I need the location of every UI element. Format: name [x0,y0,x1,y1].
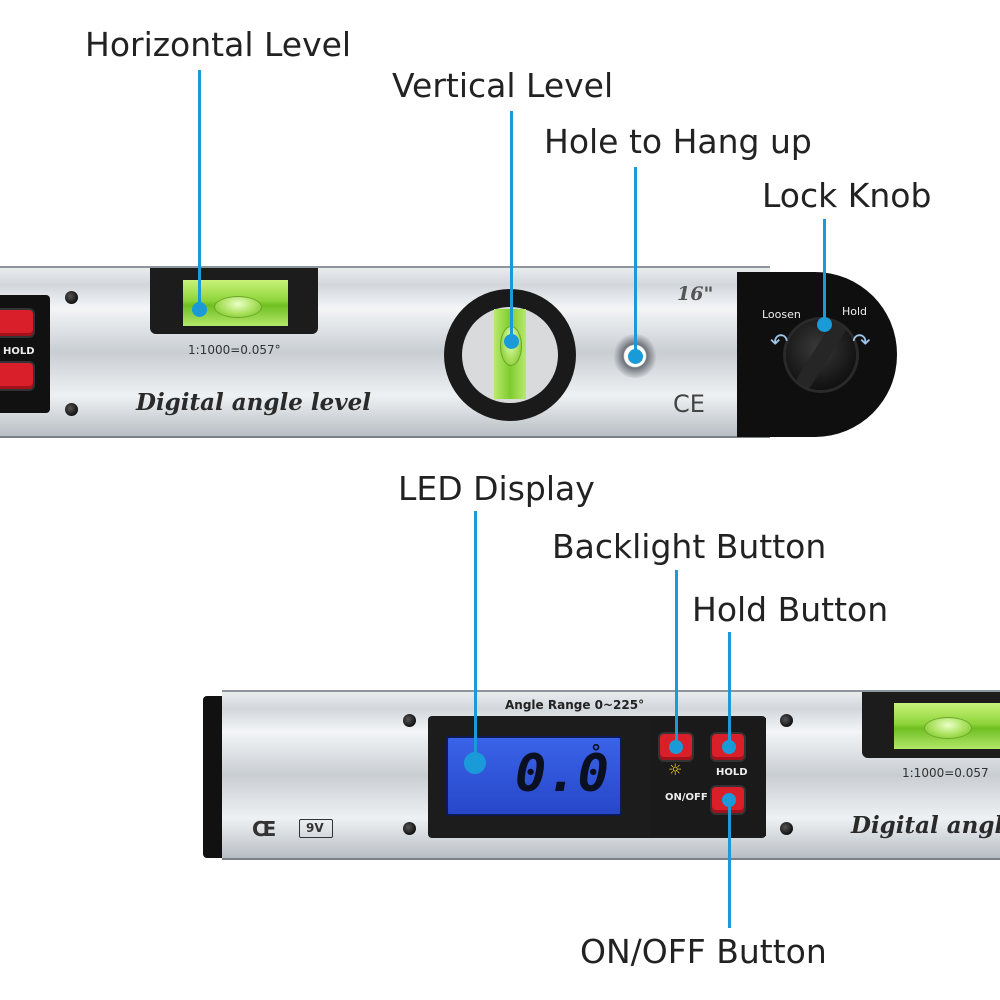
top-size-label: 16" [677,283,714,305]
battery-icon [299,819,333,838]
hold-label: HOLD [716,767,748,778]
onoff-label: ON/OFF [665,792,708,803]
top-hold-label: HOLD [3,346,35,357]
top-screw-1 [65,291,78,304]
onoff-button-leader [728,800,731,928]
bottom-screw-1 [403,714,416,727]
hang-hole-dot [628,349,643,364]
knob-loosen-label: Loosen [762,308,801,321]
top-brand-text: Digital angle level [136,389,371,416]
backlight-button-dot [669,740,683,754]
lock-knob-label: Lock Knob [762,176,932,215]
bottom-ratio-label: 1:1000=0.057 [902,766,989,780]
display-degree: ° [590,740,603,764]
bottom-screw-3 [780,714,793,727]
hold-button-leader [728,632,731,747]
hold-arrow-icon: ↷ [852,330,871,355]
hang-hole-label: Hole to Hang up [544,122,812,161]
onoff-button-dot [722,793,736,807]
vertical-level-leader [510,111,513,341]
hold-button-label: Hold Button [692,590,889,629]
led-display-label: LED Display [398,469,595,508]
battery-label: 9V [306,821,324,835]
horizontal-level-leader [198,70,201,308]
backlight-button-label: Backlight Button [552,527,827,566]
top-ce-mark: CE [673,390,705,418]
horizontal-bubble [214,296,262,318]
backlight-sun-icon: ☼ [668,760,683,779]
bottom-bubble [924,717,972,739]
horizontal-level-dot [192,302,207,317]
bottom-ce-mark: CE [252,817,276,841]
onoff-button-label: ON/OFF Button [580,932,827,971]
horizontal-level-label: Horizontal Level [85,25,352,64]
lock-knob-leader [823,219,826,329]
display-value: 0.0 [515,744,609,804]
top-ratio-label: 1:1000=0.057° [188,343,281,357]
hold-button-dot [722,740,736,754]
led-display-dot [464,752,486,774]
hang-hole-leader [634,167,637,357]
loosen-arrow-icon: ↶ [770,330,789,355]
top-lower-button[interactable] [0,363,33,389]
top-hold-button[interactable] [0,310,33,336]
backlight-button-leader [675,570,678,748]
knob-hold-label: Hold [842,305,868,318]
bottom-screw-4 [780,822,793,835]
top-screw-2 [65,403,78,416]
bottom-brand-text: Digital angle [851,812,1000,839]
vertical-level-dot [504,334,519,349]
angle-range-label: Angle Range 0~225° [505,698,645,712]
lock-knob-dot [817,317,832,332]
bottom-screw-2 [403,822,416,835]
led-display-leader [474,511,477,764]
vertical-level-label: Vertical Level [392,66,614,105]
